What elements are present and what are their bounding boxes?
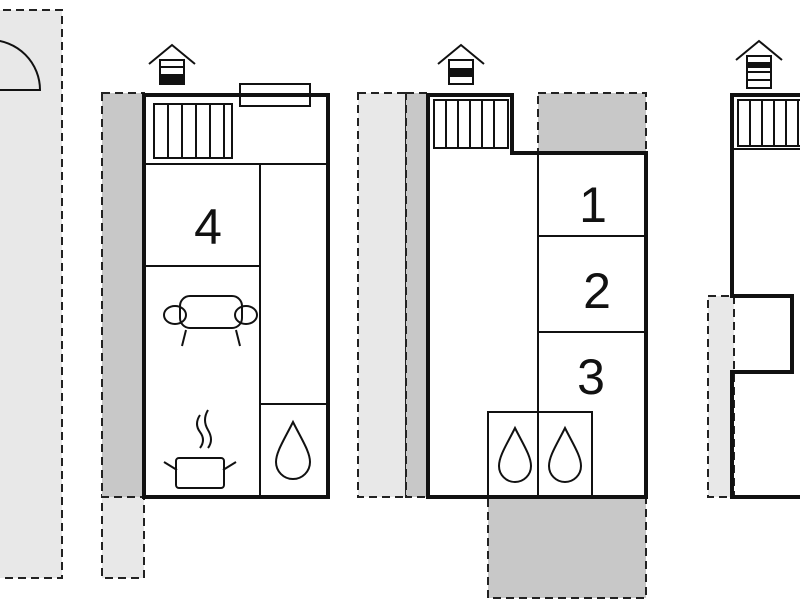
water-drop-icon xyxy=(497,425,533,483)
stairs-icon xyxy=(737,99,800,147)
floor-3-outline xyxy=(730,93,800,499)
floor-2-terrace xyxy=(405,92,429,498)
floor-1-path xyxy=(101,494,145,579)
floor-2-balcony xyxy=(357,92,407,498)
pool-icon xyxy=(0,40,42,91)
room-number-2: 2 xyxy=(583,263,611,319)
floor-2: 1 2 3 xyxy=(357,43,648,599)
floor-2-bathroom xyxy=(487,411,593,498)
entrance-house-icon xyxy=(148,43,196,85)
entrance-house-icon xyxy=(735,39,783,89)
floor-2-outline xyxy=(426,93,648,499)
sofa-icon xyxy=(163,295,258,347)
room-number-3: 3 xyxy=(577,349,605,405)
cooking-pot-icon xyxy=(163,409,237,489)
stairs-icon xyxy=(433,99,509,149)
window-icon xyxy=(239,83,311,107)
floor-3-terrace xyxy=(707,295,735,498)
floor-3 xyxy=(707,39,800,499)
floor-2-roof-terrace xyxy=(537,92,647,154)
room-number-1: 1 xyxy=(579,177,607,233)
room-number-4: 4 xyxy=(194,199,222,255)
entrance-house-icon xyxy=(437,43,485,85)
floor-1-outline xyxy=(142,93,330,499)
floor-1: 4 xyxy=(101,43,330,579)
floor-1-terrace xyxy=(101,92,145,498)
stairs-icon xyxy=(153,103,233,159)
water-drop-icon xyxy=(274,419,312,480)
garden-area xyxy=(0,9,63,579)
water-drop-icon xyxy=(547,425,583,483)
floor-2-lower-terrace xyxy=(487,497,647,599)
outdoor-area xyxy=(0,9,63,579)
